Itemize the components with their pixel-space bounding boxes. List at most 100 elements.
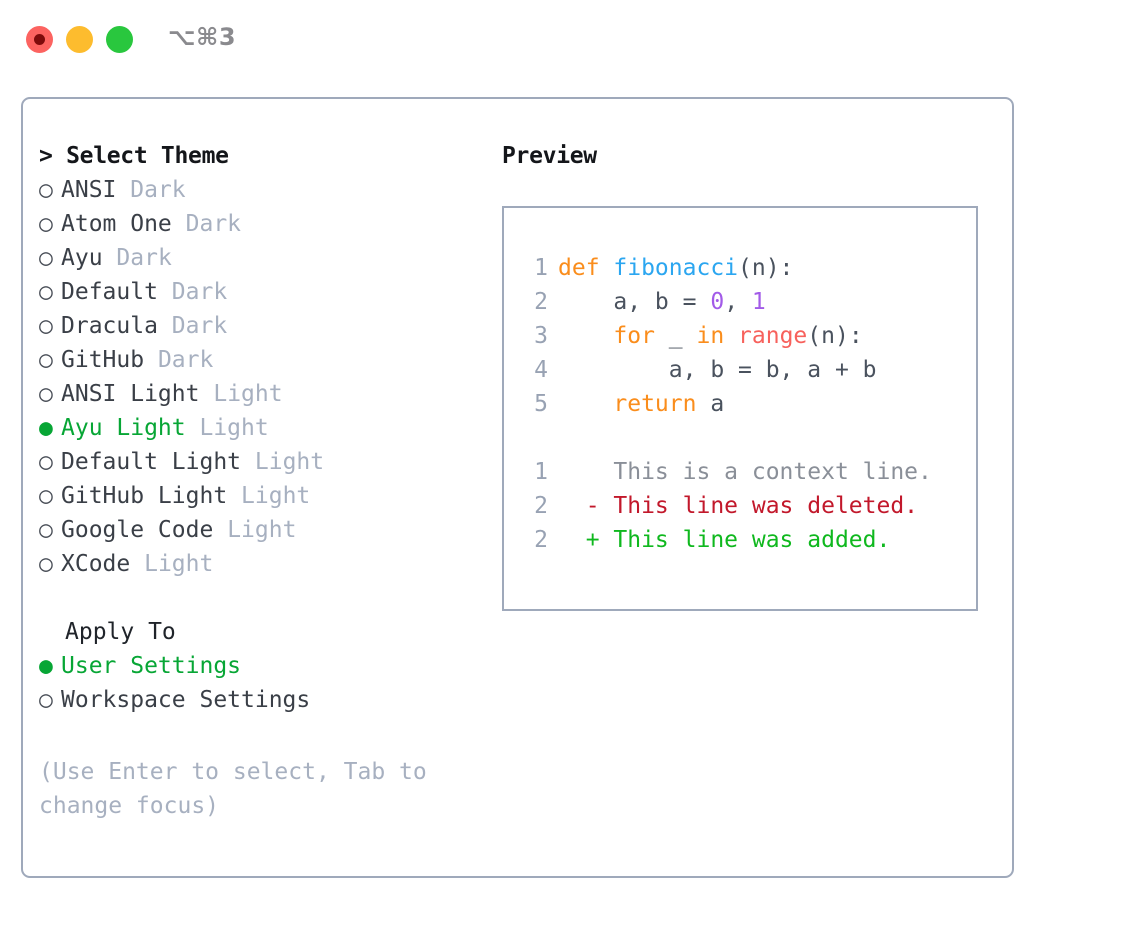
apply-to-list[interactable]: ● User Settings ○ Workspace Settings	[39, 649, 469, 717]
theme-option-default[interactable]: ○Default Dark	[39, 275, 469, 309]
line-number: 2	[534, 289, 548, 315]
theme-name-gap	[241, 449, 255, 475]
radio-unselected-icon: ○	[39, 245, 53, 271]
theme-option-github[interactable]: ○ GitHub Dark	[39, 343, 469, 377]
theme-name-gap	[172, 211, 186, 237]
code-token-pln	[558, 323, 613, 349]
theme-category-label: Light	[213, 381, 283, 407]
diff-sign: +	[558, 527, 614, 553]
radio-unselected-icon: ○	[39, 449, 53, 475]
line-number: 2	[534, 527, 548, 553]
keyboard-shortcut-label: ⌥⌘3	[168, 23, 237, 51]
diff-line-ctx: 1 This is a context line.	[522, 455, 932, 489]
theme-name: Dracula	[61, 313, 158, 339]
theme-list-column: > Select Theme ○ANSI Dark○Atom One Dark○…	[39, 139, 469, 823]
theme-name: Ayu Light	[61, 415, 186, 441]
theme-name: GitHub	[61, 347, 145, 373]
diff-text: This is a context line.	[613, 459, 932, 485]
code-token-kw: for	[613, 323, 655, 349]
radio-selected-icon: ●	[39, 415, 53, 441]
theme-name-gap	[186, 415, 200, 441]
theme-name: Ayu	[61, 245, 103, 271]
line-number: 5	[534, 391, 548, 417]
theme-name: Default Light	[61, 449, 242, 475]
maximize-button[interactable]	[106, 26, 133, 53]
theme-name-gap	[158, 313, 172, 339]
theme-name-gap	[130, 551, 144, 577]
line-number: 1	[534, 255, 548, 281]
theme-category-label: Dark	[171, 279, 228, 305]
radio-unselected-icon: ○	[39, 517, 53, 543]
theme-list[interactable]: ○ANSI Dark○Atom One Dark○Ayu Dark○Defaul…	[39, 173, 469, 581]
theme-category-label: Light	[254, 449, 325, 475]
diff-line-del: 2 - This line was deleted.	[522, 489, 932, 523]
apply-to-header: Apply To	[65, 619, 176, 645]
theme-name: ANSI Light	[61, 381, 200, 407]
code-token-punc: (n):	[807, 323, 863, 349]
code-line: 2 a, b = 0, 1	[522, 285, 932, 319]
theme-option-ansi-light[interactable]: ○ANSI Light Light	[39, 377, 469, 411]
diff-sign	[558, 459, 613, 485]
theme-option-ansi[interactable]: ○ ANSI Dark	[39, 173, 469, 207]
theme-option-atom-one[interactable]: ○Atom One Dark	[39, 207, 469, 241]
theme-name-gap	[227, 483, 241, 509]
diff-text: This line was added.	[613, 527, 891, 553]
apply-to-label: User Settings	[61, 653, 242, 679]
select-theme-header: > Select Theme	[39, 143, 229, 169]
theme-option-github-light[interactable]: ○GitHub Light Light	[39, 479, 469, 513]
theme-picker-panel: > Select Theme ○ANSI Dark○Atom One Dark○…	[21, 97, 1014, 878]
radio-selected-icon: ●	[39, 653, 53, 679]
theme-category-label: Dark	[157, 347, 214, 373]
apply-to-option-workspace-settings[interactable]: ○ Workspace Settings	[39, 683, 469, 717]
theme-name-gap	[158, 279, 172, 305]
diff-line-add: 2 + This line was added.	[522, 523, 932, 557]
apply-to-option-user-settings[interactable]: ● User Settings	[39, 649, 469, 683]
theme-category-label: Dark	[130, 177, 186, 203]
theme-name-gap	[116, 177, 130, 203]
radio-unselected-icon: ○	[39, 687, 53, 713]
radio-unselected-icon: ○	[39, 483, 53, 509]
code-blank-line	[522, 421, 932, 455]
radio-unselected-icon: ○	[39, 177, 53, 203]
theme-name-gap	[103, 245, 117, 271]
diff-sign: -	[558, 493, 614, 519]
theme-option-dracula[interactable]: ○Dracula Dark	[39, 309, 469, 343]
recording-indicator-icon	[34, 34, 45, 45]
keyboard-hint-text: (Use Enter to select, Tab to change focu…	[39, 759, 427, 819]
minimize-button[interactable]	[66, 26, 93, 53]
theme-name: XCode	[61, 551, 131, 577]
code-token-punc: (n):	[738, 255, 794, 281]
theme-name: ANSI	[61, 177, 117, 203]
radio-unselected-icon: ○	[39, 347, 53, 373]
theme-category-label: Light	[241, 483, 311, 509]
code-token-pln	[558, 391, 613, 417]
code-token-pln: a	[696, 391, 725, 417]
theme-option-xcode[interactable]: ○XCode Light	[39, 547, 469, 581]
list-spacer	[39, 581, 469, 615]
theme-name-gap	[144, 347, 158, 373]
theme-category-label: Dark	[116, 245, 172, 271]
theme-name: Google Code	[61, 517, 214, 543]
theme-name-gap	[199, 381, 213, 407]
code-token-pln	[724, 323, 738, 349]
theme-option-ayu-light[interactable]: ● Ayu Light Light	[39, 411, 469, 445]
code-token-pln: a, b = b, a + b	[558, 357, 877, 383]
theme-option-ayu[interactable]: ○ Ayu Dark	[39, 241, 469, 275]
code-token-kw: return	[613, 391, 697, 417]
theme-option-google-code[interactable]: ○ Google Code Light	[39, 513, 469, 547]
theme-category-label: Light	[227, 517, 297, 543]
code-token-kw: def	[558, 255, 614, 281]
preview-header: Preview	[502, 143, 597, 169]
title-bar: ⌥⌘3	[0, 0, 1140, 78]
theme-category-label: Light	[199, 415, 269, 441]
radio-unselected-icon: ○	[39, 551, 53, 577]
apply-to-label: Workspace Settings	[61, 687, 311, 713]
theme-option-default-light[interactable]: ○ Default Light Light	[39, 445, 469, 479]
radio-unselected-icon: ○	[39, 211, 53, 237]
